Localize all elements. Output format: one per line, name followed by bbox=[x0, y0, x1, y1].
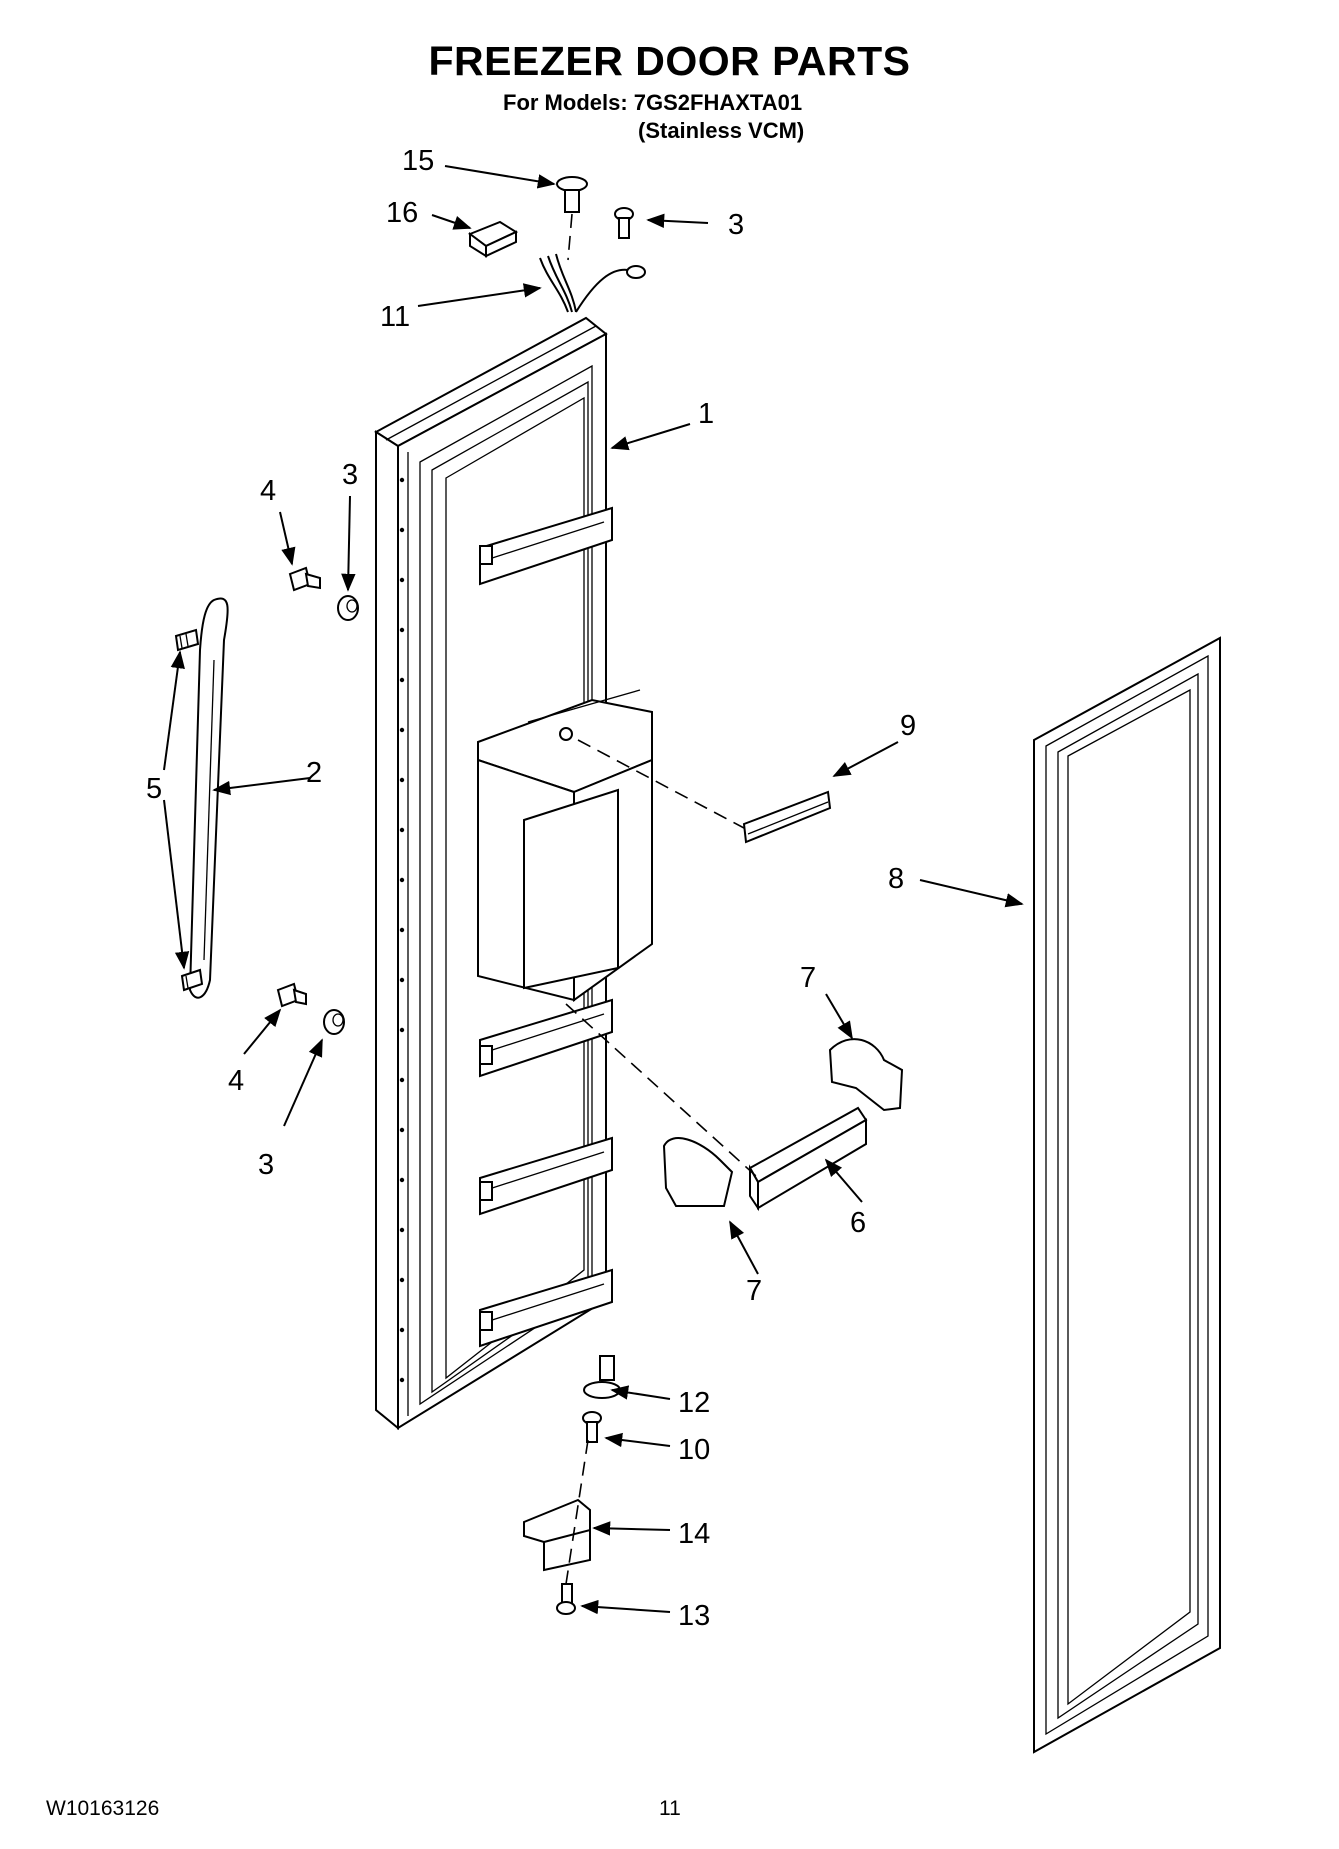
hinge-screw-part-10 bbox=[582, 1411, 602, 1443]
door-screw-holes bbox=[399, 477, 405, 1383]
door-shelf-2 bbox=[479, 998, 613, 1078]
callout-8: 8 bbox=[888, 863, 904, 895]
callout-2: 2 bbox=[306, 757, 322, 789]
callout-3-lower: 3 bbox=[258, 1149, 274, 1181]
leader-15 bbox=[567, 213, 573, 261]
callout-7-lower: 7 bbox=[746, 1275, 762, 1307]
callout-arrows bbox=[163, 165, 1024, 1615]
callout-3-upper: 3 bbox=[342, 459, 358, 491]
freezer-door bbox=[374, 316, 653, 1431]
callout-13: 13 bbox=[678, 1600, 710, 1632]
door-handle bbox=[188, 597, 229, 999]
callout-1: 1 bbox=[698, 398, 714, 430]
door-shelf-1 bbox=[479, 506, 613, 586]
door-shelf-3 bbox=[479, 1136, 613, 1216]
door-track-part-9 bbox=[742, 790, 832, 844]
page-title: FREEZER DOOR PARTS bbox=[428, 38, 911, 84]
handle-mount-screw-upper bbox=[288, 566, 321, 592]
callout-3-top: 3 bbox=[728, 209, 744, 241]
hinge-pin-part-12 bbox=[583, 1355, 621, 1399]
shelf-rail-part-6 bbox=[748, 1106, 868, 1212]
leader-9 bbox=[577, 739, 745, 829]
door-plug-part-15 bbox=[556, 176, 588, 213]
wire-connector-part-16 bbox=[467, 220, 519, 258]
callout-11: 11 bbox=[380, 301, 410, 333]
ground-screw-top bbox=[614, 207, 634, 239]
hinge-screw-part-13 bbox=[556, 1583, 576, 1615]
handle-mount-screw-lower bbox=[276, 982, 307, 1008]
leader-hinge bbox=[565, 1439, 589, 1585]
callout-16: 16 bbox=[386, 197, 418, 229]
callout-9: 9 bbox=[900, 710, 916, 742]
callout-10: 10 bbox=[678, 1434, 710, 1466]
callout-7-upper: 7 bbox=[800, 962, 816, 994]
page-number: 11 bbox=[659, 1797, 681, 1820]
handle-spacer-lower bbox=[323, 1009, 345, 1035]
callout-15: 15 bbox=[402, 145, 434, 177]
wire-harness-part-11 bbox=[539, 253, 646, 313]
handle-spacer-upper bbox=[337, 595, 359, 621]
callout-14: 14 bbox=[678, 1518, 710, 1550]
variant-line: (Stainless VCM) bbox=[638, 118, 805, 143]
end-cap-lower-part-7 bbox=[662, 1137, 734, 1207]
callout-12: 12 bbox=[678, 1387, 710, 1419]
handle-screw-lower bbox=[180, 968, 204, 992]
models-line: For Models: 7GS2FHAXTA01 bbox=[503, 90, 803, 115]
door-shelf-4 bbox=[479, 1268, 613, 1348]
handle-screw-upper bbox=[174, 628, 200, 652]
callout-4-upper: 4 bbox=[260, 475, 276, 507]
end-cap-upper-part-7 bbox=[828, 1038, 904, 1112]
door-gasket-part-8 bbox=[1033, 636, 1221, 1754]
document-code: W10163126 bbox=[46, 1797, 160, 1820]
dispenser-housing bbox=[477, 689, 653, 1002]
callout-4-lower: 4 bbox=[228, 1065, 244, 1097]
bottom-hinge-part-14 bbox=[523, 1498, 591, 1572]
callout-6: 6 bbox=[850, 1207, 866, 1239]
callout-5: 5 bbox=[146, 773, 162, 805]
